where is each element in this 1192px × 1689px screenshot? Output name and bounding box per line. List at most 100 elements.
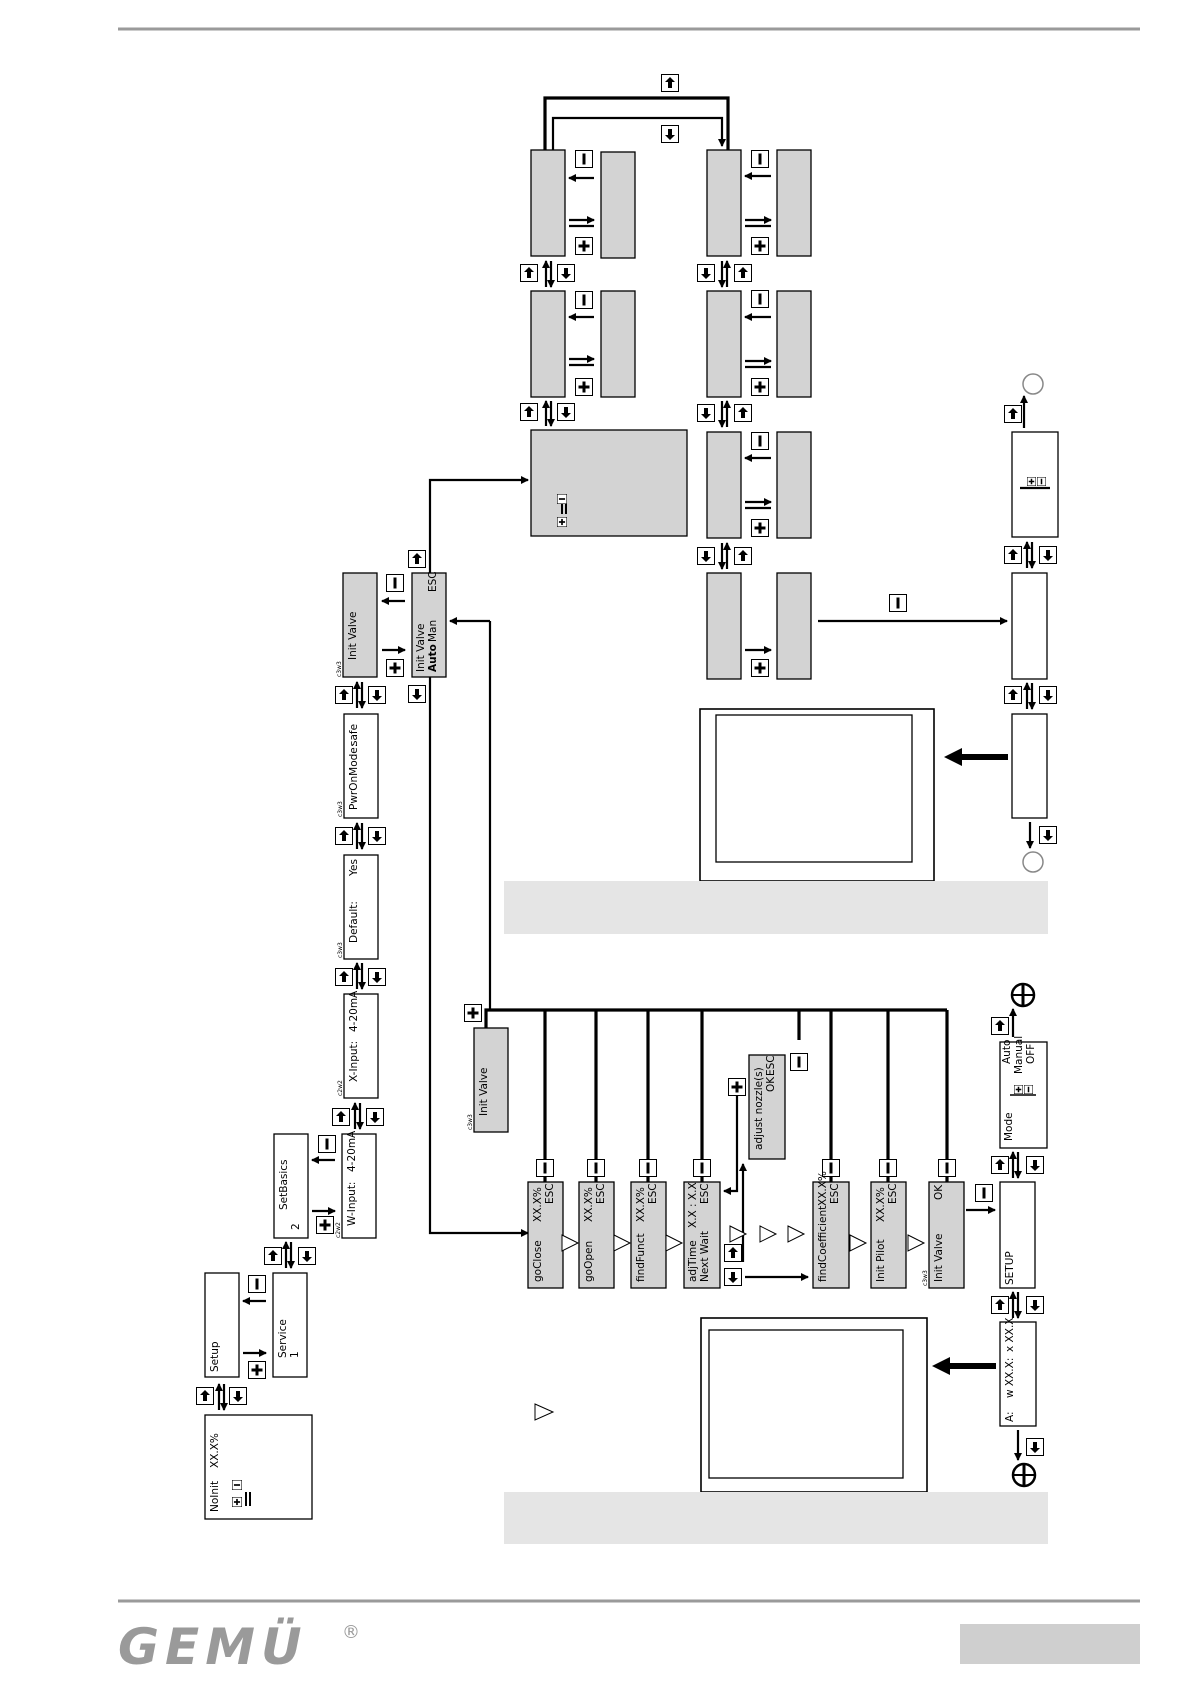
svg-text:c3w3: c3w3 [337,801,344,817]
svg-text:findFunct: findFunct [635,1233,647,1282]
down-key-icon[interactable] [229,1387,247,1405]
down-key-icon[interactable] [661,125,679,143]
minus-key-icon[interactable] [751,432,769,450]
up-key-icon[interactable] [1004,405,1022,423]
svg-text:findCoefficient: findCoefficient [817,1206,829,1282]
up-key-icon[interactable] [520,264,538,282]
down-key-icon[interactable] [298,1247,316,1265]
svg-text:Yes: Yes [348,859,360,877]
svg-text:SETUP: SETUP [1004,1251,1016,1285]
svg-text:Mode: Mode [1003,1112,1015,1141]
gemu-logo: GEMÜ [118,1618,308,1676]
down-key-icon[interactable] [1026,1156,1044,1174]
up-key-icon[interactable] [724,1244,742,1262]
up-key-icon[interactable] [335,686,353,704]
svg-text:x XX.X: x XX.X [1004,1318,1016,1352]
down-key-icon[interactable] [368,686,386,704]
svg-text:adjust nozzle(s): adjust nozzle(s) [753,1067,765,1150]
screen-setup-menu: SETUP [999,1181,1036,1289]
up-key-icon[interactable] [196,1387,214,1405]
minus-key-icon[interactable] [790,1053,808,1071]
minus-key-icon[interactable] [889,594,907,612]
down-key-icon[interactable] [1039,826,1057,844]
screen-goclose: goClose XX.X% ESC [527,1181,564,1289]
svg-text:4-20mA: 4-20mA [348,990,360,1032]
up-key-icon[interactable] [734,264,752,282]
screen-blank [776,572,812,680]
plus-key-icon[interactable] [248,1361,266,1379]
up-key-icon[interactable] [1004,686,1022,704]
screen-setbasics: SetBasics 2 [273,1133,309,1239]
down-key-icon[interactable] [368,827,386,845]
device-illustration-lower [700,1317,996,1493]
svg-text:NoInit: NoInit [209,1481,221,1512]
down-key-icon[interactable] [1026,1438,1044,1456]
minus-key-icon[interactable] [938,1159,956,1177]
minus-key-icon[interactable] [575,291,593,309]
up-key-icon[interactable] [335,968,353,986]
down-key-icon[interactable] [697,547,715,565]
svg-text:X-Input:: X-Input: [348,1041,360,1082]
minus-key-icon[interactable] [575,150,593,168]
plus-key-icon[interactable] [316,1216,334,1234]
plus-key-icon[interactable] [751,659,769,677]
up-key-icon[interactable] [332,1108,350,1126]
svg-text:X.X : X.X: X.X : X.X [687,1182,699,1228]
down-key-icon[interactable] [1039,546,1057,564]
svg-text:Init Valve: Init Valve [478,1067,490,1116]
up-key-icon[interactable] [1004,546,1022,564]
down-key-icon[interactable] [697,264,715,282]
minus-key-icon[interactable] [639,1159,657,1177]
plus-key-icon[interactable] [751,519,769,537]
up-key-icon[interactable] [991,1156,1009,1174]
plus-key-icon[interactable] [464,1004,482,1022]
plus-key-icon[interactable] [575,237,593,255]
minus-key-icon[interactable] [751,290,769,308]
minus-key-icon[interactable] [386,574,404,592]
plus-key-icon[interactable] [728,1078,746,1096]
up-key-icon[interactable] [520,403,538,421]
up-key-icon[interactable] [408,550,426,568]
minus-key-icon[interactable] [751,150,769,168]
up-key-icon[interactable] [991,1296,1009,1314]
step-triangles [534,1225,926,1421]
screen-blank [600,290,636,398]
down-key-icon[interactable] [557,264,575,282]
up-key-icon[interactable] [734,404,752,422]
svg-text:adjTime: adjTime [687,1240,699,1282]
plus-key-icon[interactable] [386,659,404,677]
down-key-icon[interactable] [1026,1296,1044,1314]
svg-text:c3w3: c3w3 [336,661,343,677]
minus-key-icon[interactable] [536,1159,554,1177]
plus-key-icon[interactable] [575,378,593,396]
minus-key-icon[interactable] [693,1159,711,1177]
svg-text:c2w2: c2w2 [337,1080,344,1096]
up-key-icon[interactable] [264,1247,282,1265]
up-key-icon[interactable] [991,1017,1009,1035]
minus-key-icon[interactable] [587,1159,605,1177]
down-key-icon[interactable] [1039,686,1057,704]
connector-1-icon [1010,982,1036,1008]
up-key-icon[interactable] [661,74,679,92]
down-key-icon[interactable] [724,1268,742,1286]
down-key-icon[interactable] [366,1108,384,1126]
svg-text:c3w3: c3w3 [337,942,344,958]
down-key-icon[interactable] [557,403,575,421]
screen-blank [1011,713,1048,819]
down-key-icon[interactable] [408,685,426,703]
screen-service: Service 1 [272,1272,308,1378]
down-key-icon[interactable] [697,404,715,422]
minus-key-icon[interactable] [318,1135,336,1153]
screen-mode: Mode Auto Manual OFF [999,1036,1048,1149]
screen-adjtime: adjTime Next Wait X.X : X.X ESC [683,1181,721,1289]
plus-key-icon[interactable] [751,378,769,396]
plus-key-icon[interactable] [751,237,769,255]
svg-text:OK: OK [933,1184,945,1200]
minus-key-icon[interactable] [879,1159,897,1177]
up-key-icon[interactable] [335,827,353,845]
minus-key-icon[interactable] [248,1275,266,1293]
up-key-icon[interactable] [734,547,752,565]
down-key-icon[interactable] [368,968,386,986]
svg-text:Init Valve: Init Valve [933,1233,945,1282]
minus-key-icon[interactable] [975,1184,993,1202]
